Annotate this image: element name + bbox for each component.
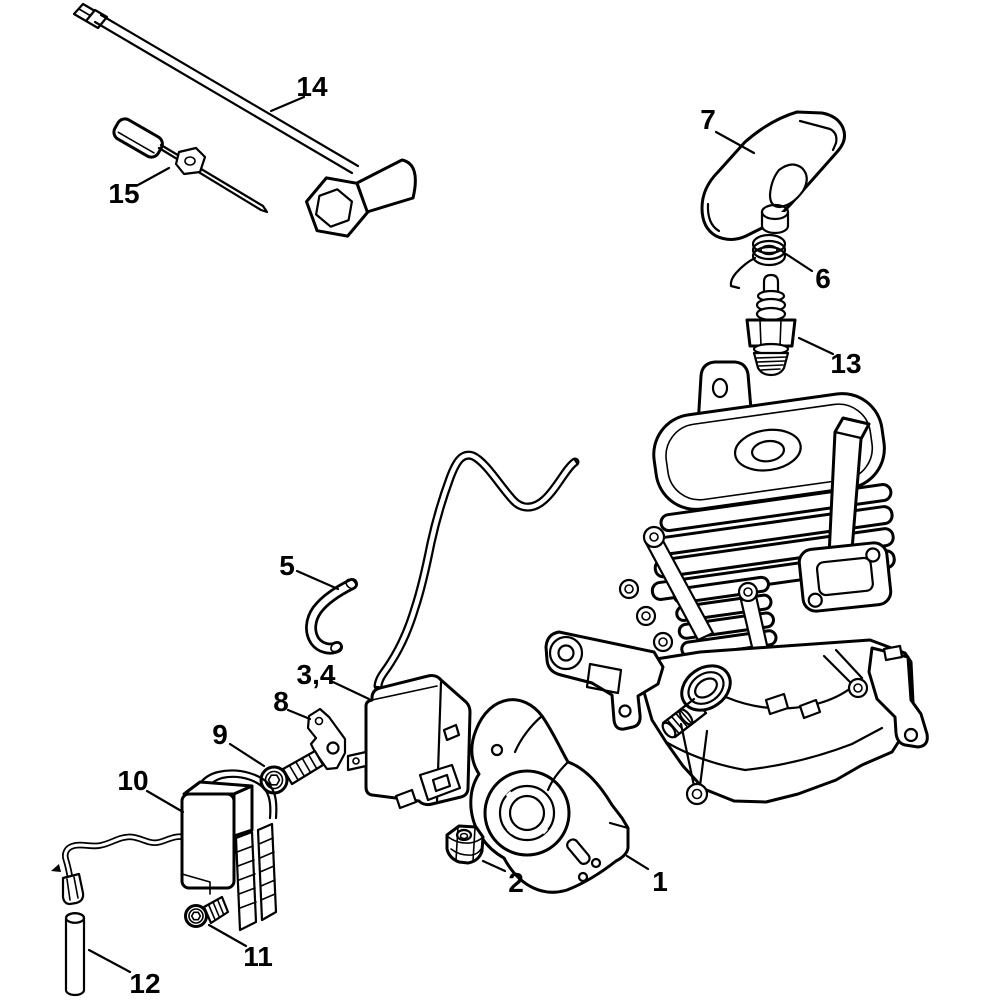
- leader-11: [207, 923, 248, 948]
- callout-5: 5: [279, 550, 295, 581]
- leader-14: [269, 95, 306, 113]
- plug-terminal: [762, 273, 780, 294]
- plug-threads: [752, 351, 790, 377]
- flange-outline: [469, 698, 630, 894]
- callout-8: 8: [273, 686, 289, 717]
- callout-7: 7: [700, 104, 716, 135]
- callout-15: 15: [108, 178, 139, 209]
- crankcase-right-arm: [867, 646, 929, 749]
- callout-3-4: 3,4: [297, 659, 336, 690]
- coil-body: [180, 792, 236, 890]
- flange-ring: [483, 769, 571, 857]
- part-5-hose: [305, 578, 358, 655]
- nut-outline: [445, 824, 485, 865]
- leader-8: [286, 708, 312, 721]
- callout-10: 10: [117, 765, 148, 796]
- part-7-spark-plug-boot: [700, 110, 846, 241]
- boot-socket: [760, 210, 790, 235]
- wrench-socket-hole: [315, 188, 353, 228]
- flange-slot: [566, 838, 591, 865]
- callout-12: 12: [129, 968, 160, 999]
- part-9-screw: [259, 749, 325, 795]
- callout-11: 11: [243, 941, 273, 972]
- leader-2: [481, 859, 507, 873]
- part-12-pin: [64, 912, 86, 997]
- pin-body: [64, 912, 86, 997]
- callout-6: 6: [815, 263, 831, 294]
- part-10-ignition-coil: [51, 769, 278, 932]
- leader-1: [625, 854, 650, 871]
- crankshaft-stub: [661, 664, 732, 739]
- leader-3-4: [331, 680, 371, 701]
- leader-12: [87, 948, 132, 974]
- wrench-shaft: [93, 20, 354, 175]
- ignition-lead-wire: [373, 450, 580, 691]
- screwdriver-shank: [157, 143, 269, 214]
- wrench-socket-hex: [305, 176, 369, 238]
- spring-tail: [729, 256, 757, 290]
- callout-leaders: [87, 95, 835, 974]
- callout-14: 14: [296, 71, 328, 102]
- part-11-screw: [184, 895, 230, 928]
- leader-15: [136, 166, 171, 187]
- leader-5: [295, 569, 340, 591]
- leader-10: [145, 789, 185, 814]
- coil-connector: [61, 872, 85, 906]
- boot-outline: [700, 110, 846, 241]
- wrench-socket-body: [355, 158, 417, 214]
- screwdriver-handle: [112, 117, 164, 159]
- leader-13: [797, 336, 835, 356]
- callout-2: 2: [508, 867, 524, 898]
- plug-hex: [745, 318, 797, 348]
- boot-opening: [768, 163, 808, 209]
- part-15-screwdriver: [112, 117, 269, 214]
- module-side-hole: [442, 723, 461, 742]
- module-terminal: [346, 750, 368, 772]
- callout-1: 1: [652, 866, 668, 897]
- coil-leg-a: [234, 830, 258, 932]
- part-6-spring: [729, 233, 787, 290]
- screwdriver-clip: [174, 146, 207, 176]
- part-1-flange: [469, 698, 630, 894]
- callout-13: 13: [830, 348, 861, 379]
- part-14-spark-plug-wrench: [72, 2, 417, 238]
- coil-lead-wire: [62, 833, 192, 881]
- cylinder-bolt-bosses: [618, 578, 674, 653]
- callout-labels: 1 2 3,4 5 6 7 8 9 10 11 12 13 14 15: [108, 71, 861, 999]
- crankcase-brace: [679, 722, 709, 806]
- callout-9: 9: [212, 719, 228, 750]
- part-2-nut: [445, 824, 485, 865]
- leader-7: [714, 130, 756, 155]
- part-3-4-ignition-module: [346, 674, 472, 810]
- leader-6: [784, 252, 814, 273]
- leader-9: [228, 742, 266, 768]
- module-mount-boss: [418, 763, 462, 802]
- engine-assembly: [544, 360, 929, 806]
- exhaust-flange: [797, 541, 893, 613]
- spark-plug-hole: [733, 428, 802, 472]
- part-13-spark-plug: [745, 273, 797, 377]
